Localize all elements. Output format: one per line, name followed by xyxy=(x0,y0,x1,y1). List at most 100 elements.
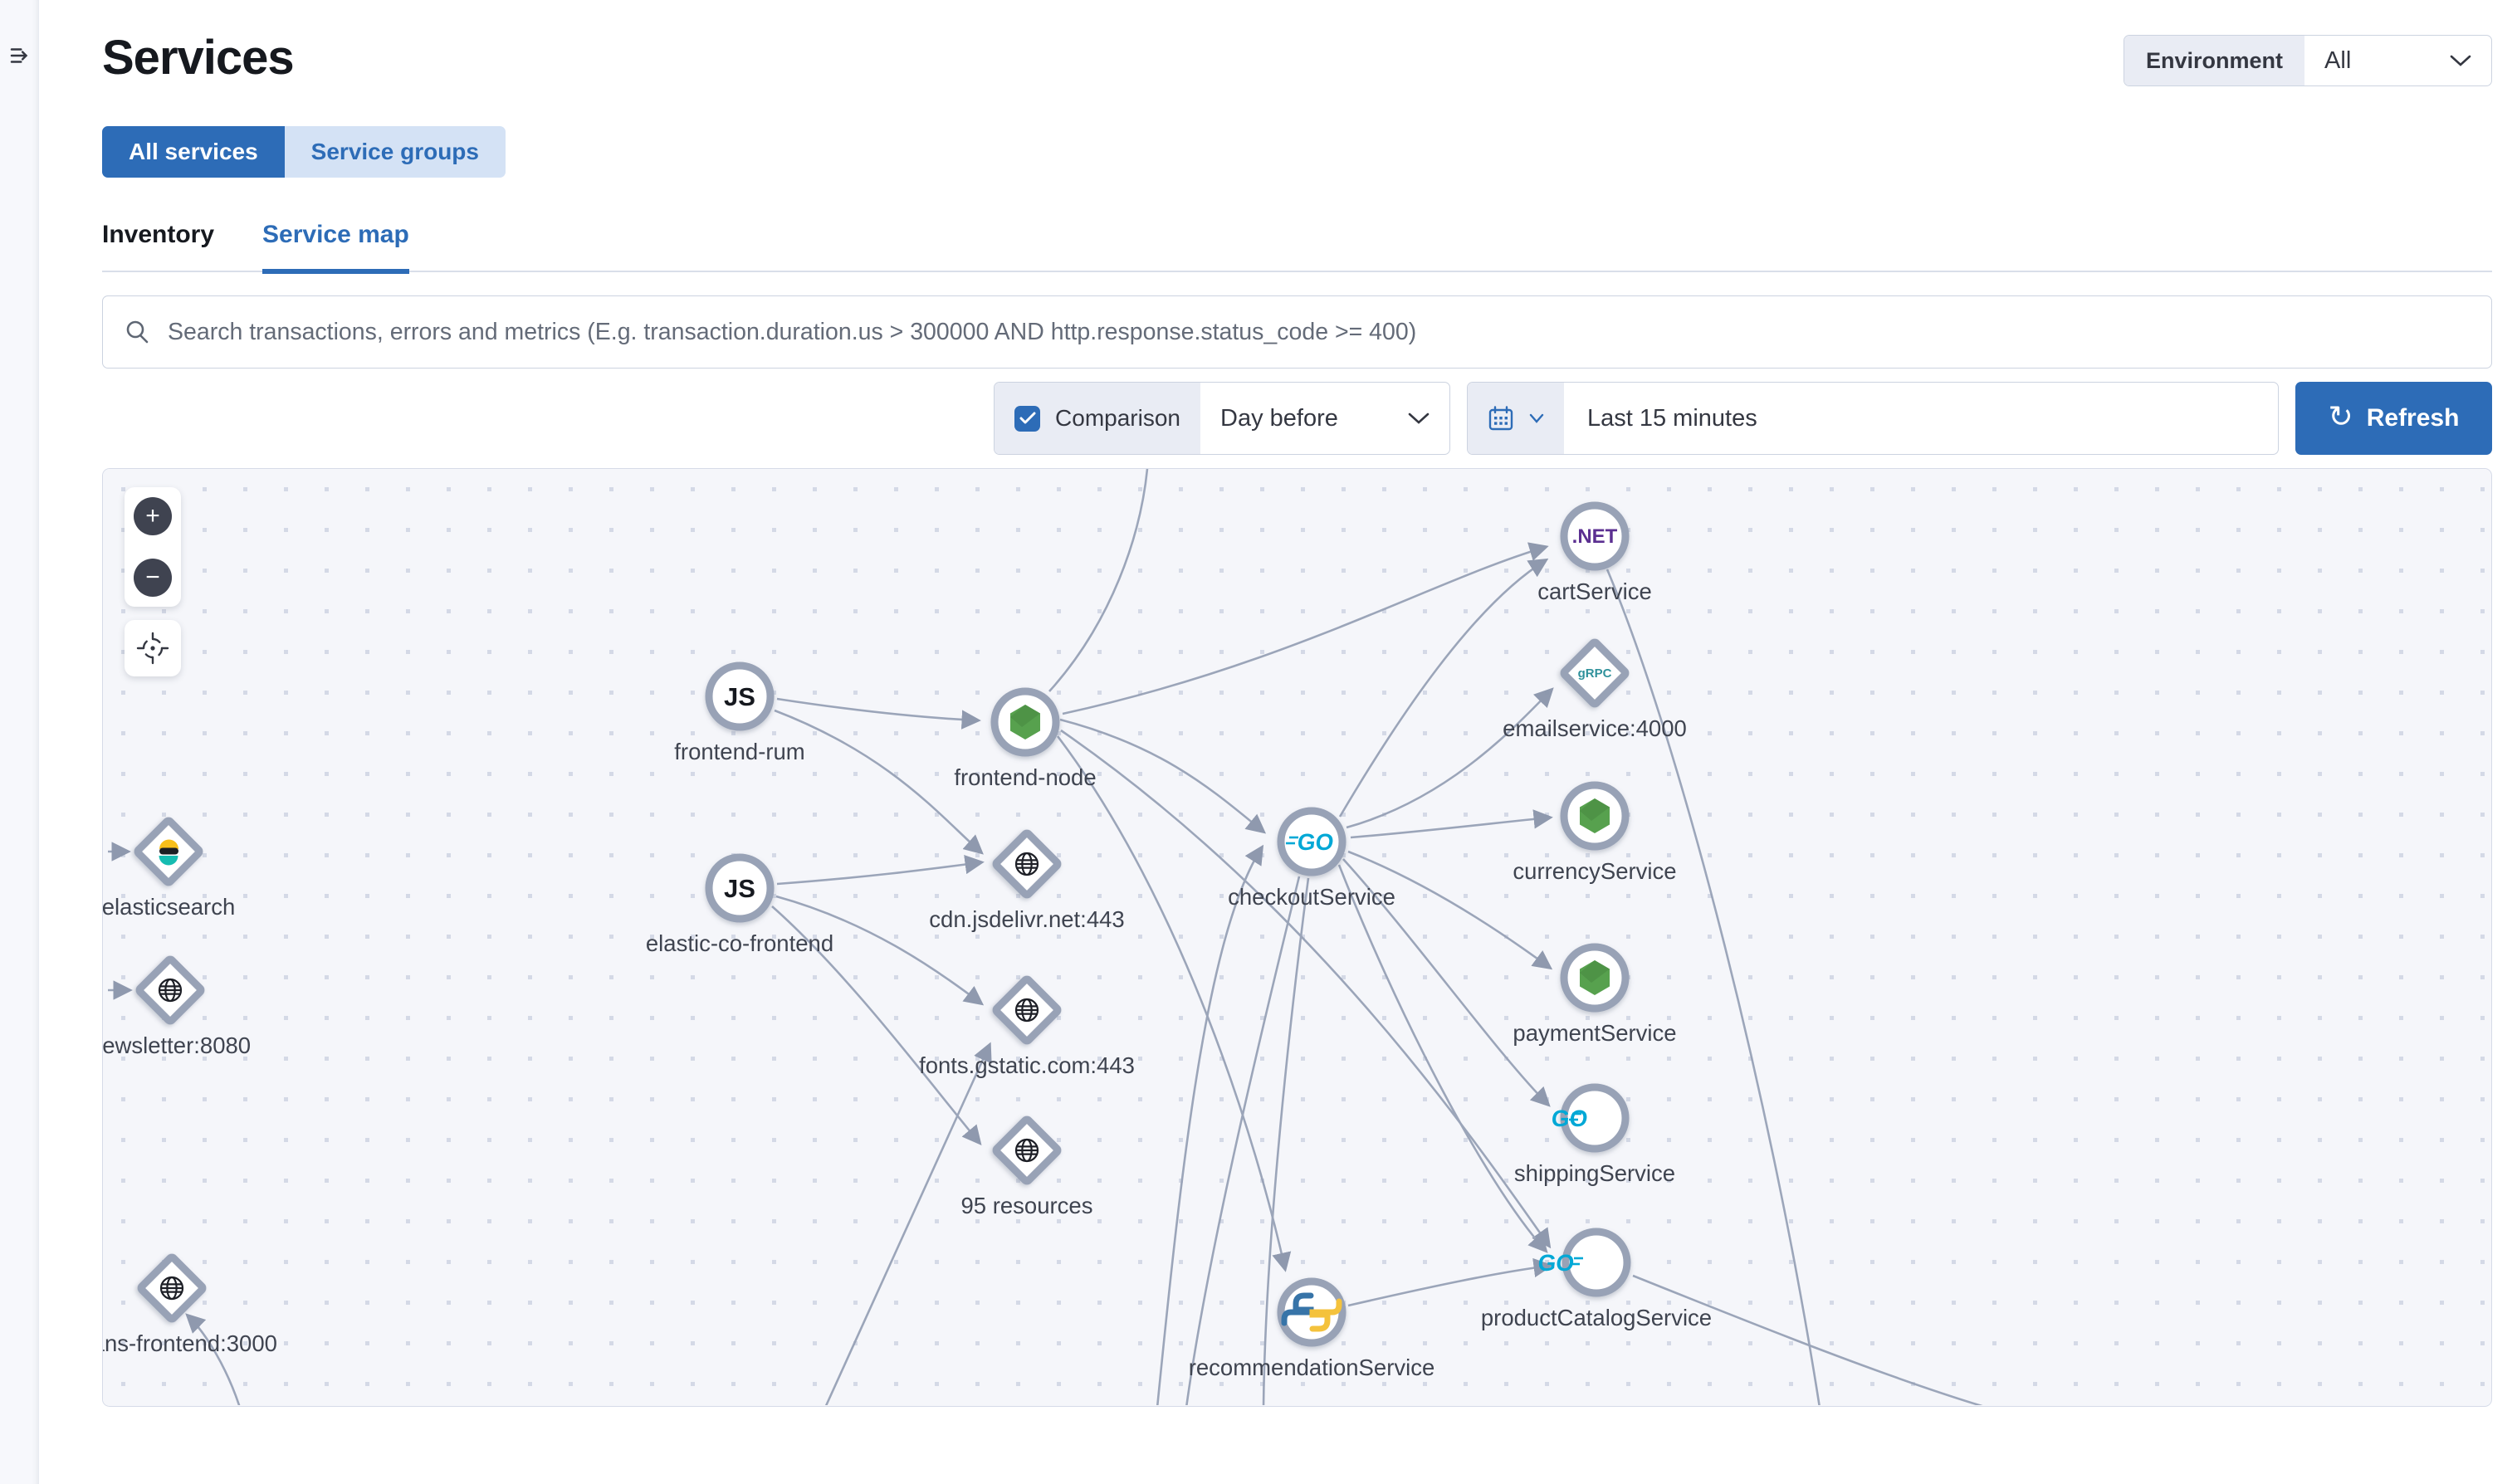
service-node-label: elasticsearch xyxy=(103,894,235,920)
center-map-icon xyxy=(136,632,169,665)
center-map-button[interactable] xyxy=(125,620,181,676)
service-node-emailservice[interactable]: gRPC emailservice:4000 xyxy=(1503,638,1687,741)
service-node-currencyService[interactable]: currencyService xyxy=(1513,781,1677,884)
service-node-beans-frontend[interactable]: beans-frontend:3000 xyxy=(103,1253,277,1356)
edge-offscreen-bottom-to-fonts xyxy=(824,1042,992,1405)
svg-text:GO: GO xyxy=(1537,1250,1576,1276)
service-node-label: beans-frontend:3000 xyxy=(103,1330,277,1356)
service-node-label: paymentService xyxy=(1513,1020,1676,1046)
time-range-picker: Last 15 minutes xyxy=(1467,382,2279,455)
svg-text:.NET: .NET xyxy=(1572,525,1618,548)
time-range-value[interactable]: Last 15 minutes xyxy=(1587,404,1757,432)
service-node-frontend-node[interactable]: frontend-node xyxy=(954,687,1097,790)
service-node-label: shippingService xyxy=(1514,1160,1675,1186)
service-node-productCatalogService[interactable]: GO productCatalogService xyxy=(1481,1228,1712,1330)
search-input[interactable] xyxy=(168,318,2470,346)
edge-elastic-co-frontend-to-cdn xyxy=(776,854,985,886)
service-map-edges xyxy=(108,469,1983,1405)
chevron-down-icon xyxy=(2450,55,2471,66)
edge-frontend-rum-to-frontend-node xyxy=(776,697,981,730)
svg-text:GO: GO xyxy=(1550,1106,1589,1131)
edge-checkoutService-to-emailservice xyxy=(1346,687,1554,829)
edge-frontend-node-to-checkoutService xyxy=(1059,718,1267,834)
comparison-checkbox[interactable] xyxy=(1014,405,1041,432)
service-node-label: frontend-rum xyxy=(674,739,804,764)
service-view-toggle: All services Service groups xyxy=(102,126,506,178)
zoom-out-button[interactable]: − xyxy=(134,559,172,597)
edge-frontend-node-to-offscreen-top xyxy=(1048,469,1149,692)
calendar-icon xyxy=(1488,406,1513,431)
svg-text:JS: JS xyxy=(724,874,755,903)
tab-service-map[interactable]: Service map xyxy=(262,221,409,274)
date-quick-select[interactable] xyxy=(1468,383,1564,454)
service-node-paymentService[interactable]: paymentService xyxy=(1513,943,1677,1046)
service-node-label: newsletter:8080 xyxy=(103,1032,251,1058)
service-node-recommendationService[interactable]: recommendationService xyxy=(1189,1277,1435,1380)
service-node-label: 95 resources xyxy=(961,1193,1093,1218)
edge-checkoutService-to-cartService xyxy=(1338,558,1549,818)
service-node-label: productCatalogService xyxy=(1481,1305,1712,1330)
service-node-elasticsearch[interactable]: elasticsearch xyxy=(103,817,235,920)
map-zoom-controls: + − xyxy=(125,487,181,607)
edge-frontend-rum-to-cdn xyxy=(774,709,984,855)
chevron-down-icon xyxy=(1408,412,1430,424)
svg-text:gRPC: gRPC xyxy=(1578,666,1612,681)
edge-checkoutService-to-shippingService xyxy=(1342,858,1551,1107)
service-node-cartService[interactable]: .NET cartService xyxy=(1537,501,1652,604)
edge-productCatalogService-to-offscreen-bottom xyxy=(1632,1274,1983,1405)
refresh-icon: ↻ xyxy=(2328,399,2353,433)
service-node-label: emailservice:4000 xyxy=(1503,715,1687,741)
edge-checkoutService-to-offscreen-bottom-3 xyxy=(1262,877,1310,1405)
edge-frontend-node-to-productCatalogService xyxy=(1060,729,1552,1249)
edge-checkoutService-to-currencyService xyxy=(1350,809,1553,839)
service-groups-button[interactable]: Service groups xyxy=(284,126,506,178)
edge-frontend-node-to-cartService xyxy=(1062,542,1549,715)
menu-open-icon[interactable] xyxy=(7,43,32,68)
service-node-label: frontend-node xyxy=(954,764,1096,790)
environment-label: Environment xyxy=(2124,36,2305,85)
service-node-cdn[interactable]: cdn.jsdelivr.net:443 xyxy=(929,829,1125,932)
nav-rail xyxy=(0,0,39,1484)
service-node-label: elastic-co-frontend xyxy=(646,930,833,956)
service-node-frontend-rum[interactable]: JS frontend-rum xyxy=(674,661,805,764)
service-node-newsletter[interactable]: newsletter:8080 xyxy=(103,955,251,1058)
tab-bar: Inventory Service map xyxy=(102,221,2492,274)
edge-checkoutService-to-paymentService xyxy=(1347,850,1553,970)
edge-checkoutService-to-offscreen-bottom-2 xyxy=(1185,876,1301,1405)
service-node-checkoutService[interactable]: GO checkoutService xyxy=(1228,807,1395,910)
page-title: Services xyxy=(102,31,295,85)
service-node-res95[interactable]: 95 resources xyxy=(961,1115,1093,1218)
service-node-label: cartService xyxy=(1537,578,1652,604)
search-icon xyxy=(126,320,149,344)
environment-value: All xyxy=(2324,46,2352,74)
service-node-shippingService[interactable]: GO shippingService xyxy=(1514,1083,1675,1186)
comparison-label: Comparison xyxy=(1055,405,1180,431)
environment-select[interactable]: Environment All xyxy=(2124,35,2492,86)
svg-text:GO: GO xyxy=(1296,829,1335,855)
service-node-label: currencyService xyxy=(1513,858,1676,884)
service-node-elastic-co-frontend[interactable]: JS elastic-co-frontend xyxy=(646,853,833,956)
chevron-down-icon xyxy=(1529,413,1544,423)
edge-cartService-to-offscreen-bottom xyxy=(1606,569,1821,1405)
edge-elastic-co-frontend-to-fonts xyxy=(775,895,985,1006)
all-services-button[interactable]: All services xyxy=(102,126,285,178)
edge-offscreen-bottom-to-checkoutService xyxy=(1156,844,1264,1405)
svg-text:JS: JS xyxy=(724,682,755,711)
edge-elastic-co-frontend-to-res95 xyxy=(771,906,982,1145)
comparison-group: Comparison Day before xyxy=(994,382,1450,455)
service-node-label: checkoutService xyxy=(1228,884,1395,910)
refresh-button[interactable]: ↻ Refresh xyxy=(2295,382,2492,455)
service-node-label: fonts.gstatic.com:443 xyxy=(919,1052,1135,1078)
tab-inventory[interactable]: Inventory xyxy=(102,221,215,248)
edge-recommendationService-to-productCatalogService xyxy=(1347,1257,1553,1307)
edge-checkoutService-to-productCatalogService xyxy=(1337,864,1548,1253)
edge-offscreen-bottom-to-beans-frontend xyxy=(185,1313,241,1405)
service-node-label: recommendationService xyxy=(1189,1355,1435,1380)
service-node-label: cdn.jsdelivr.net:443 xyxy=(929,906,1124,932)
kql-search-bar[interactable] xyxy=(102,295,2492,369)
service-node-fonts[interactable]: fonts.gstatic.com:443 xyxy=(919,975,1135,1078)
edge-frontend-node-to-recommendationService xyxy=(1056,735,1292,1272)
comparison-select[interactable]: Day before xyxy=(1200,383,1449,454)
zoom-in-button[interactable]: + xyxy=(134,497,172,535)
